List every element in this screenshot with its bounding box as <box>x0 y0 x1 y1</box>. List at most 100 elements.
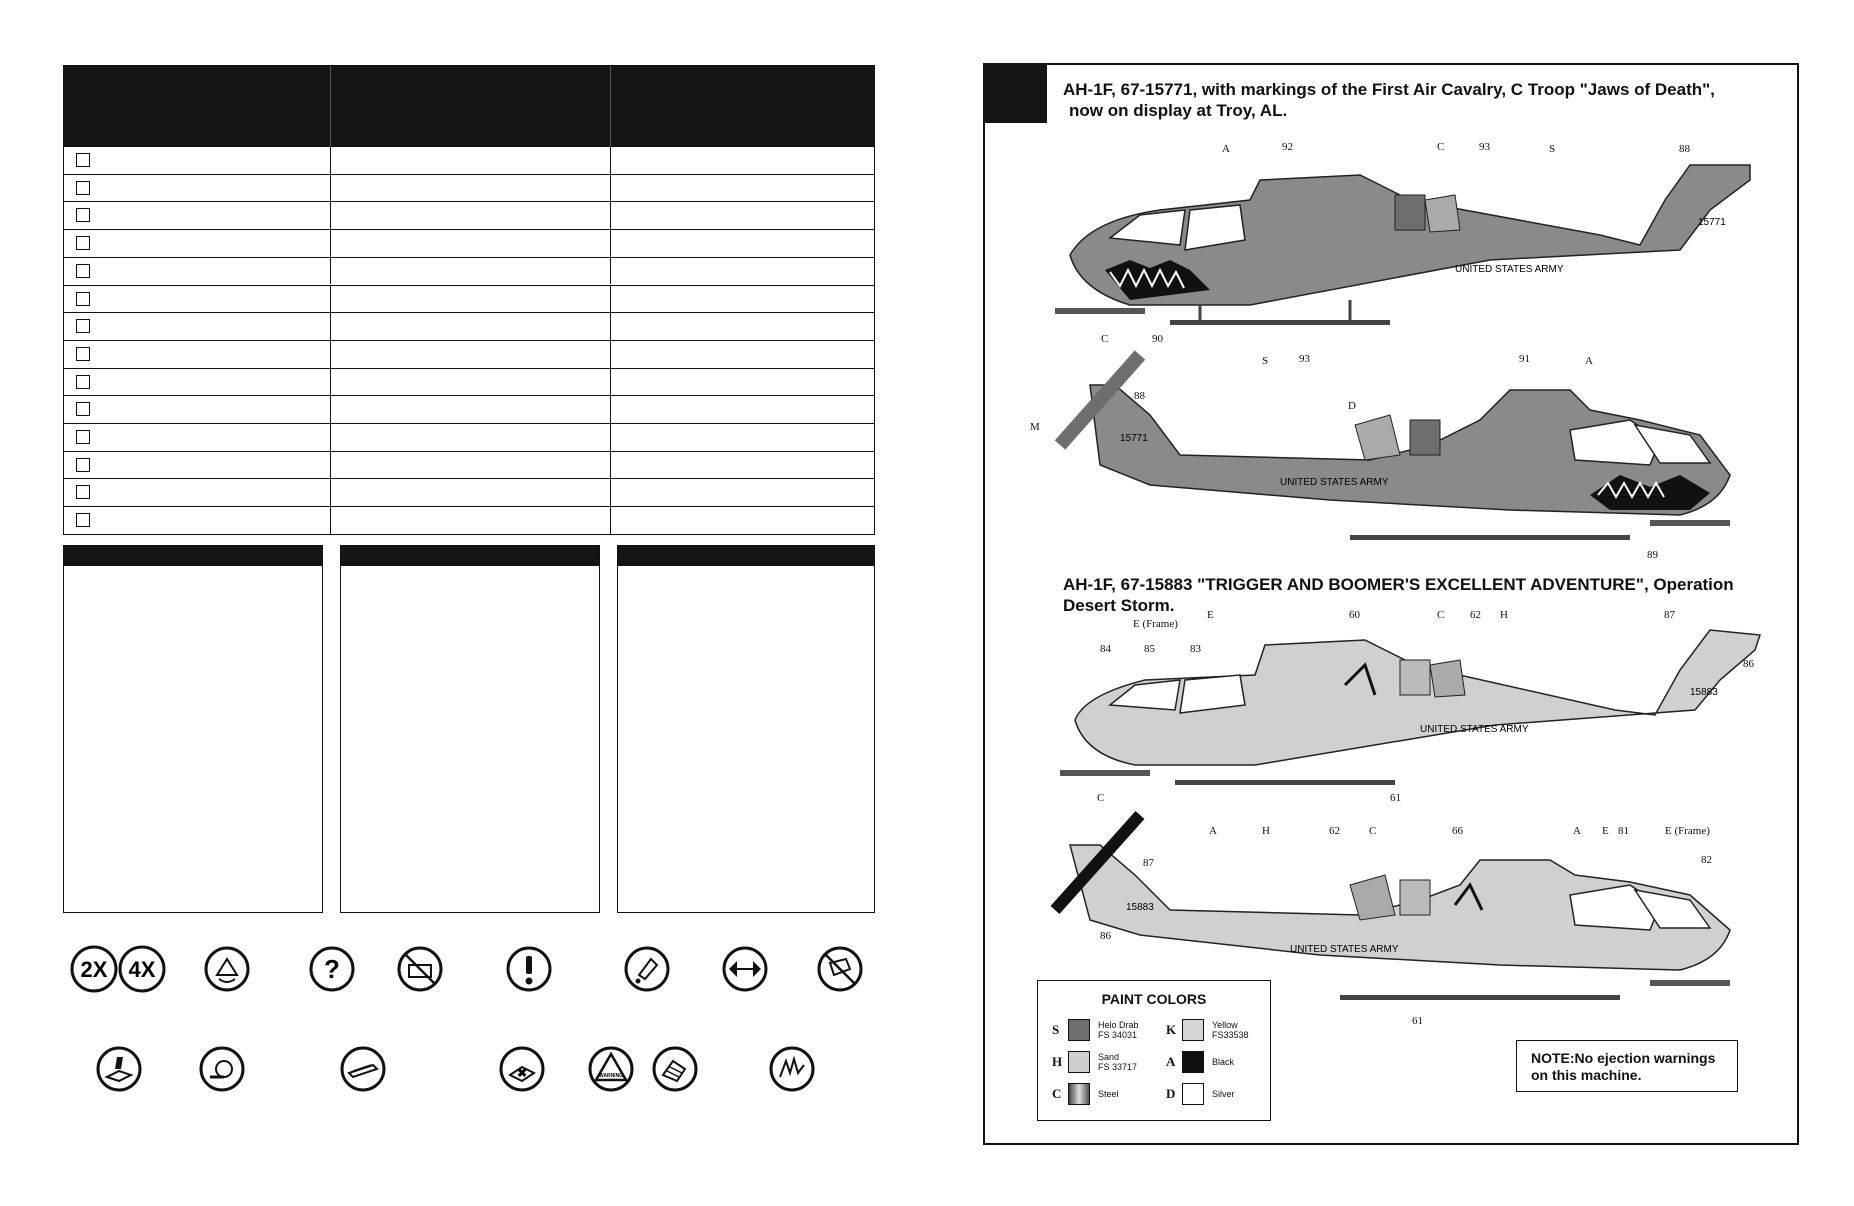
checkbox[interactable] <box>76 180 90 195</box>
table-cell <box>611 479 874 506</box>
legend-key: S <box>1052 1022 1060 1037</box>
callout-92: 92 <box>1282 141 1293 153</box>
legend-text: Steel <box>1098 1089 1119 1099</box>
checkbox[interactable] <box>76 291 90 306</box>
table-row <box>64 423 874 451</box>
table-cell <box>331 424 611 451</box>
callout-E: E <box>1207 609 1214 621</box>
table-cell <box>64 313 331 340</box>
color-swatch <box>1068 1019 1090 1041</box>
table-cell <box>611 230 874 257</box>
legend-title: PAINT COLORS <box>1101 991 1207 1007</box>
step-number-tab <box>983 63 1047 123</box>
scheme1-title-line2: now on display at Troy, AL. <box>1069 101 1288 120</box>
checkbox[interactable] <box>76 374 90 389</box>
paint-name: Silver <box>1212 1089 1235 1099</box>
paint-name: Steel <box>1098 1089 1119 1099</box>
header-col-1 <box>64 66 331 146</box>
painting-instructions-frame <box>983 63 1799 1145</box>
paint-name: Helo Drab <box>1098 1020 1139 1030</box>
callout-C: C <box>1437 141 1445 153</box>
paint-code: FS 34031 <box>1098 1030 1138 1040</box>
scheme1-title-line1: AH-1F, 67-15771, with markings of the Fi… <box>1063 80 1715 99</box>
sand-file-icon <box>339 1045 387 1093</box>
checkbox[interactable] <box>76 513 90 528</box>
table-cell <box>331 313 611 340</box>
callout-C-2: C <box>1437 609 1445 621</box>
table-cell <box>64 396 331 423</box>
header-col-3 <box>611 66 874 146</box>
table-header <box>64 66 874 146</box>
callout-93: 93 <box>1479 141 1490 153</box>
callout-A-2: A <box>1209 825 1217 837</box>
callout-86-2: 86 <box>1100 930 1111 942</box>
checkbox[interactable] <box>76 319 90 334</box>
scheme2-title-line1: AH-1F, 67-15883 "TRIGGER AND BOOMER'S EX… <box>1063 575 1734 594</box>
paint-code: FS33538 <box>1212 1030 1249 1040</box>
hand-tool-icon <box>651 1045 699 1093</box>
table-cell <box>331 507 611 534</box>
callout-85: 85 <box>1144 643 1155 655</box>
checkbox[interactable] <box>76 208 90 223</box>
times-4x-label: 4X <box>129 957 156 982</box>
checkbox[interactable] <box>76 402 90 417</box>
table-row <box>64 256 874 285</box>
scheme2-serial-left: 15883 <box>1690 687 1718 698</box>
color-swatch <box>1182 1051 1204 1073</box>
apply-glue-icon <box>623 945 671 993</box>
legend-key: C <box>1052 1086 1062 1101</box>
table-cell <box>611 369 874 396</box>
no-cement-icon <box>816 945 864 993</box>
color-swatch <box>1182 1019 1204 1041</box>
tape-roll-icon <box>198 1045 246 1093</box>
callout-83: 83 <box>1190 643 1201 655</box>
callout-61-2: 61 <box>1412 1015 1423 1027</box>
callout-84: 84 <box>1100 643 1111 655</box>
table-cell <box>611 313 874 340</box>
callout-90: 90 <box>1152 333 1163 345</box>
note-line1: NOTE:No ejection warnings <box>1531 1050 1716 1066</box>
cut-off-part-icon <box>95 1045 143 1093</box>
checkbox[interactable] <box>76 457 90 472</box>
scheme1-army-text-right: UNITED STATES ARMY <box>1280 477 1389 488</box>
table-row <box>64 367 874 396</box>
checkbox[interactable] <box>76 430 90 444</box>
checkbox[interactable] <box>76 236 90 251</box>
checkbox[interactable] <box>76 485 90 500</box>
checkbox[interactable] <box>76 153 90 167</box>
callout-86: 86 <box>1743 658 1754 670</box>
svg-text:✖: ✖ <box>517 1066 527 1080</box>
table-cell <box>64 202 331 230</box>
table-cell <box>331 147 611 174</box>
table-cell <box>64 451 331 479</box>
table-cell <box>331 285 611 313</box>
table-cell <box>611 258 874 285</box>
drill-hole-icon: ✖ <box>498 1045 546 1093</box>
table-cell <box>64 257 331 285</box>
table-row <box>64 450 874 479</box>
table-cell <box>64 424 331 451</box>
table-cell <box>64 368 331 396</box>
paint-code: FS 33717 <box>1098 1062 1138 1072</box>
checkbox[interactable] <box>76 263 90 278</box>
callout-H: H <box>1500 609 1508 621</box>
callout-89: 89 <box>1647 549 1658 561</box>
color-swatch <box>1068 1083 1090 1105</box>
checkbox[interactable] <box>76 346 90 361</box>
callout-C-3: C <box>1369 825 1377 837</box>
symmetry-arrows-icon <box>721 945 769 993</box>
times-2x-label: 2X <box>81 957 108 982</box>
callout-A-right: A <box>1585 355 1593 367</box>
scheme2-helicopter-right-profile: UNITED STATES ARMY 15883 <box>1050 810 1731 1000</box>
flip-over-icon <box>203 945 251 993</box>
table-cell <box>611 202 874 229</box>
callout-88: 88 <box>1679 143 1690 155</box>
table-cell <box>611 424 874 451</box>
table-cell <box>64 507 331 534</box>
table-cell <box>331 396 611 423</box>
table-cell <box>64 285 331 313</box>
